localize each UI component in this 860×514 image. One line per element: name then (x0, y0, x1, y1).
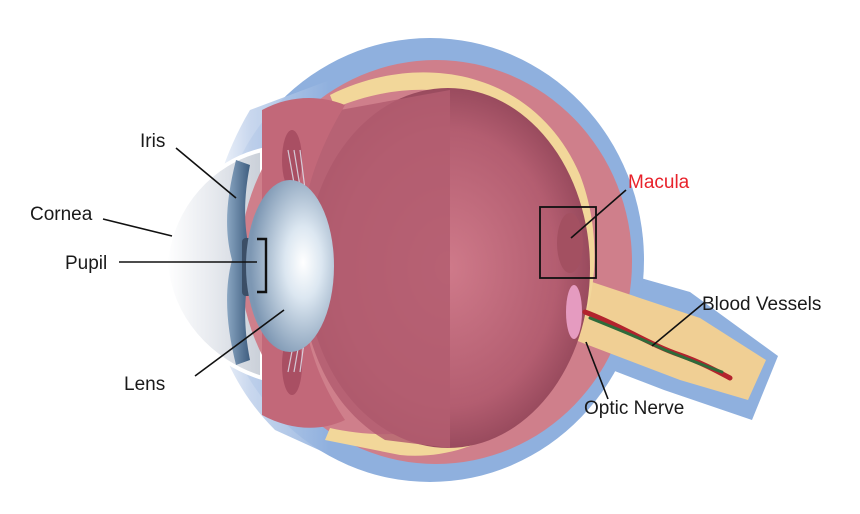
label-lens: Lens (124, 374, 165, 395)
label-pupil: Pupil (65, 253, 107, 274)
macula-marker-icon (539, 206, 597, 279)
cornea-leader (102, 218, 173, 237)
label-cornea: Cornea (30, 204, 93, 225)
label-macula: Macula (628, 172, 690, 193)
label-optic-nerve: Optic Nerve (584, 398, 684, 419)
pupil-bracket-icon (257, 237, 268, 294)
lens-leader (194, 309, 285, 377)
label-blood-vessels: Blood Vessels (702, 294, 821, 315)
vitreous-front (297, 90, 450, 448)
optic-disc (566, 285, 582, 339)
label-iris: Iris (140, 131, 165, 152)
optic-nerve-leader (585, 341, 609, 400)
iris-leader (175, 147, 237, 199)
blood-vessels-leader (651, 301, 706, 347)
macula (557, 213, 583, 273)
macula-leader (570, 189, 627, 239)
lens (246, 180, 334, 352)
blood-vessel-green (588, 316, 724, 374)
ciliary-fold-upper (282, 130, 302, 190)
